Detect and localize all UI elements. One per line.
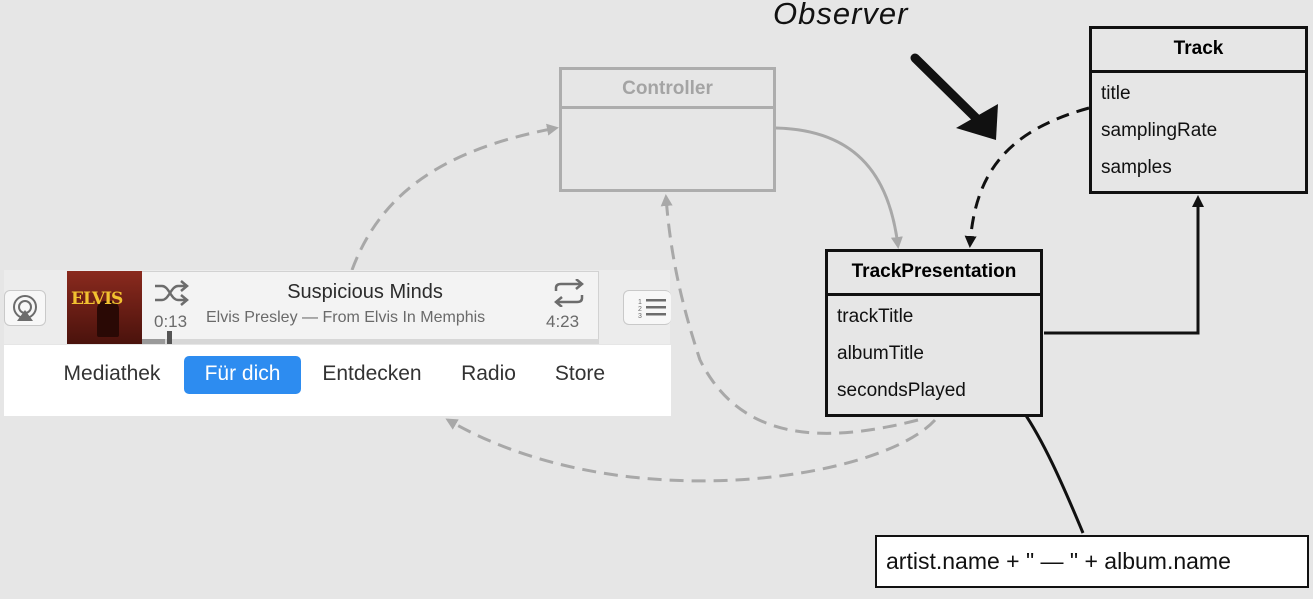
airplay-button[interactable] xyxy=(4,290,46,326)
observer-label: Observer xyxy=(773,0,909,31)
track-class-title: Track xyxy=(1092,29,1305,73)
repeat-icon[interactable] xyxy=(552,279,586,307)
svg-text:1: 1 xyxy=(638,299,642,306)
tab-radio[interactable]: Radio xyxy=(461,362,516,385)
observer-pointer-arrow xyxy=(910,53,981,123)
presentation-to-controller-arrow xyxy=(660,194,919,435)
tab-fuer-dich[interactable]: Für dich xyxy=(184,356,301,394)
song-subtitle: Elvis Presley — From Elvis In Memphis xyxy=(206,309,486,326)
progress-knob[interactable] xyxy=(166,331,172,344)
progress-fill xyxy=(142,339,165,344)
tab-mediathek[interactable]: Mediathek xyxy=(63,362,161,385)
controller-to-presentation-arrow xyxy=(775,126,903,249)
player-to-controller-arrow xyxy=(350,123,559,271)
album-title-formula: artist.name + " — " + album.name xyxy=(875,535,1309,588)
presentation-to-player-arrow xyxy=(445,418,937,483)
track-attribute-samplingrate: samplingRate xyxy=(1101,120,1218,141)
track-attribute-title: title xyxy=(1101,83,1131,104)
progress-bar[interactable] xyxy=(142,339,599,344)
song-title: Suspicious Minds xyxy=(287,281,443,303)
list-icon: 1 2 3 xyxy=(638,299,666,320)
content-area-top xyxy=(4,402,671,416)
elapsed-time: 0:13 xyxy=(154,312,188,331)
track-class-box: Track title samplingRate samples xyxy=(1089,26,1308,194)
track-to-presentation-arrow xyxy=(964,106,1090,248)
svg-text:3: 3 xyxy=(638,313,642,320)
track-attribute-samples: samples xyxy=(1101,157,1172,178)
controller-class-title: Controller xyxy=(562,70,773,109)
shuffle-icon[interactable] xyxy=(153,280,189,306)
controller-class-box: Controller xyxy=(559,67,776,192)
album-art[interactable]: ELVIS xyxy=(67,271,142,344)
trackpresentation-attribute-secondsplayed: secondsPlayed xyxy=(837,380,966,401)
presentation-to-track-arrow xyxy=(1044,195,1204,335)
trackpresentation-attribute-albumtitle: albumTitle xyxy=(837,343,924,364)
tab-entdecken[interactable]: Entdecken xyxy=(322,362,422,385)
trackpresentation-class-box: TrackPresentation trackTitle albumTitle … xyxy=(825,249,1043,417)
trackpresentation-attribute-tracktitle: trackTitle xyxy=(837,306,914,327)
airplay-icon xyxy=(13,295,37,321)
trackpresentation-class-title: TrackPresentation xyxy=(828,252,1040,296)
observer-pointer-head xyxy=(956,104,998,140)
tab-store[interactable]: Store xyxy=(554,362,606,385)
remaining-time: 4:23 xyxy=(546,312,580,331)
svg-text:2: 2 xyxy=(638,306,642,313)
album-art-text: ELVIS xyxy=(71,289,123,309)
up-next-button[interactable]: 1 2 3 xyxy=(623,290,671,325)
